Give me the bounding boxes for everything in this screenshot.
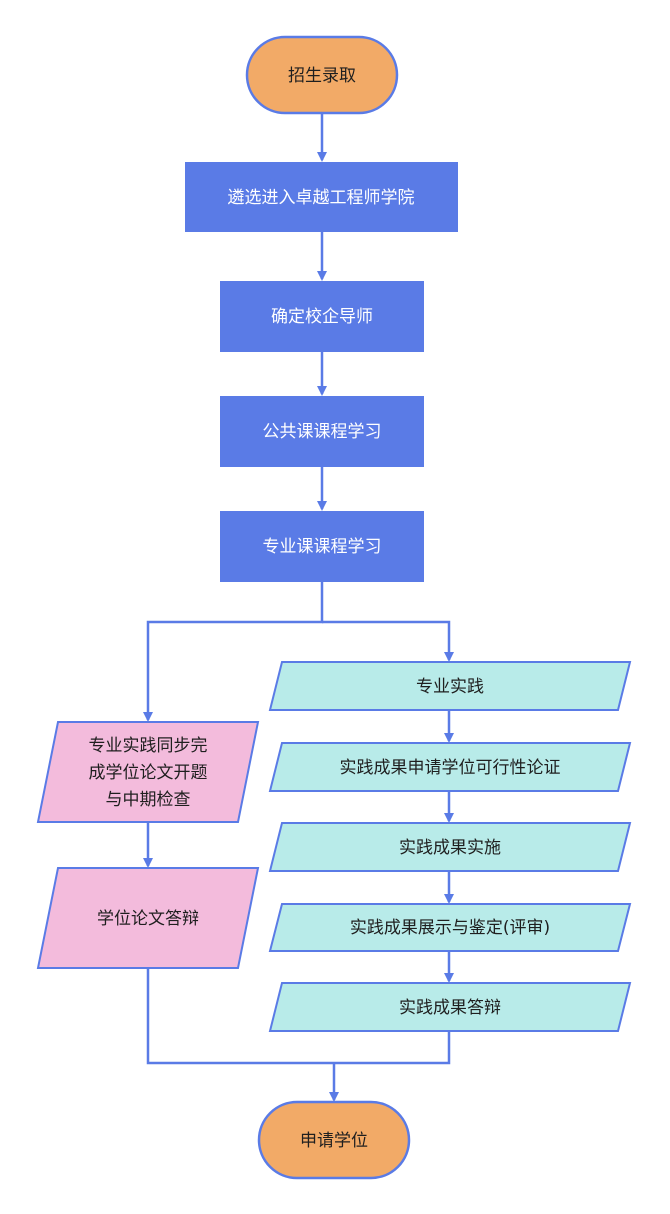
major-course-shape [220,511,424,582]
practice-defense-label: 实践成果答辩 [399,998,501,1018]
practice-defense-node: 实践成果答辩 [268,982,632,1032]
start-label: 招生录取 [288,66,356,86]
mentor-shape [220,281,424,352]
practice-defense-shape [268,982,632,1032]
practice-label: 专业实践 [416,677,484,697]
implement-node: 实践成果实施 [268,822,632,872]
mentor-label: 确定校企导师 [271,307,373,327]
select-node: 遴选进入卓越工程师学院 [185,162,458,232]
implement-label: 实践成果实施 [399,838,501,858]
thesis-defense-shape [36,867,260,969]
review-node: 实践成果展示与鉴定(评审) [268,903,632,952]
thesis-defense-node: 学位论文答辩 [36,867,260,969]
feasibility-label: 实践成果申请学位可行性论证 [340,758,561,778]
end-label: 申请学位 [300,1131,368,1151]
thesis-defense-label: 学位论文答辩 [97,909,199,929]
practice-shape [268,661,632,711]
proposal-shape [36,721,260,823]
review-shape [268,903,632,952]
start-shape [245,35,399,115]
public-course-node: 公共课课程学习 [220,396,424,467]
practice-node: 专业实践 [268,661,632,711]
public-course-shape [220,396,424,467]
end-shape [257,1100,411,1180]
select-shape [185,162,458,232]
proposal-label-line3: 与中期检查 [106,790,191,810]
arrow-major-to-left [143,582,324,722]
proposal-label-line1: 专业实践同步完 [89,736,208,756]
start-node: 招生录取 [245,35,399,115]
select-label: 遴选进入卓越工程师学院 [228,188,415,208]
connectors [143,113,454,1102]
implement-shape [268,822,632,872]
feasibility-node: 实践成果申请学位可行性论证 [268,742,632,792]
end-node: 申请学位 [257,1100,411,1180]
major-course-label: 专业课课程学习 [263,537,382,557]
review-label: 实践成果展示与鉴定(评审) [350,918,550,938]
merge-line [146,968,451,1065]
feasibility-shape [268,742,632,792]
major-course-node: 专业课课程学习 [220,511,424,582]
arrow-major-to-right [322,620,454,662]
proposal-node: 专业实践同步完 成学位论文开题 与中期检查 [36,721,260,823]
public-course-label: 公共课课程学习 [263,422,382,442]
mentor-node: 确定校企导师 [220,281,424,352]
proposal-label-line2: 成学位论文开题 [89,763,208,783]
